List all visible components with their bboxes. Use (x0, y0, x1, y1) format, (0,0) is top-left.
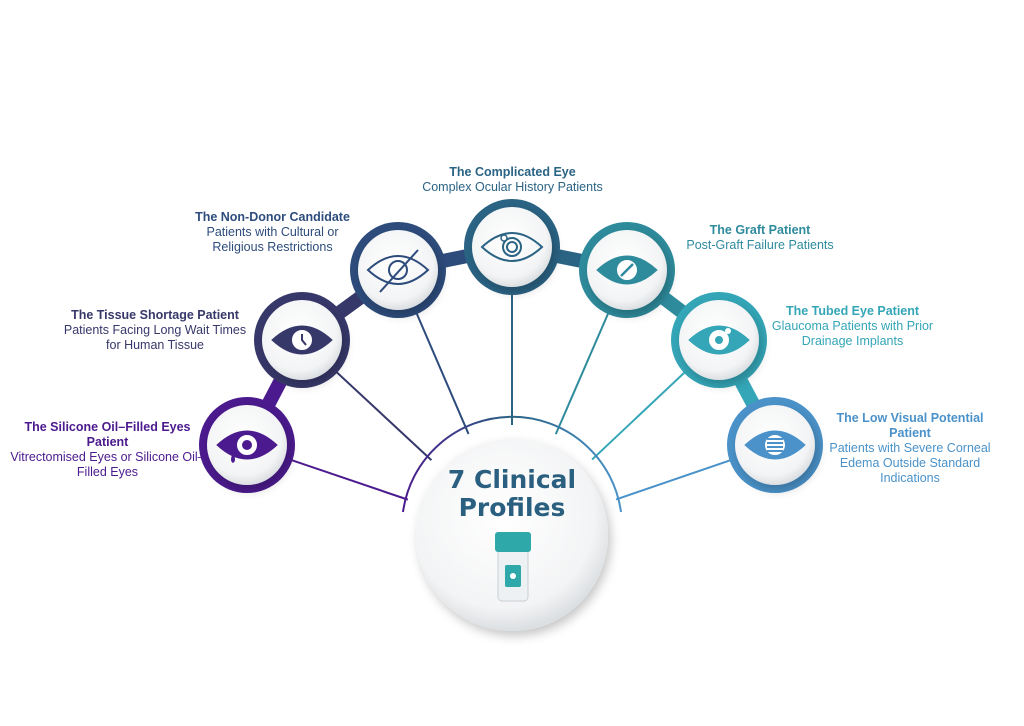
profile-node (727, 397, 823, 493)
eye-tear-icon (216, 430, 278, 463)
eye-ring-icon (480, 232, 544, 262)
profile-description: Patients Facing Long Wait Times for Huma… (63, 323, 247, 352)
eye-clock-icon (271, 325, 333, 355)
profile-description: Patients with Severe Corneal Edema Outsi… (829, 441, 991, 485)
profile-description: Glaucoma Patients with Prior Drainage Im… (771, 319, 934, 348)
profile-title: The Silicone Oil–Filled Eyes Patient (24, 420, 191, 449)
profile-node (464, 199, 560, 295)
profile-title: The Graft Patient (709, 223, 811, 237)
eye-implant-icon (688, 325, 750, 355)
profile-title: The Complicated Eye (449, 165, 576, 179)
profile-description: Vitrectomised Eyes or Silicone Oil–Fille… (10, 450, 205, 479)
profile-description: Complex Ocular History Patients (422, 180, 603, 194)
profile-node (671, 292, 767, 388)
center-title: 7 Clinical Profiles (412, 466, 612, 522)
eye-slash-icon (366, 249, 430, 293)
center-arc (402, 415, 622, 513)
center-title-line2: Profiles (458, 493, 566, 522)
profile-node (254, 292, 350, 388)
profile-description: Patients with Cultural or Religious Rest… (206, 225, 339, 254)
center-title-line1: 7 Clinical (447, 465, 577, 494)
profile-node (199, 397, 295, 493)
profile-description: Post-Graft Failure Patients (686, 238, 834, 252)
lens-case-image (495, 532, 531, 602)
eye-prohibited-icon (596, 255, 658, 285)
profile-title: The Tissue Shortage Patient (71, 308, 239, 322)
profile-title: The Low Visual Potential Patient (836, 411, 984, 440)
profile-node (579, 222, 675, 318)
profile-title: The Tubed Eye Patient (785, 304, 920, 318)
eye-lines-icon (744, 430, 806, 460)
profile-title: The Non-Donor Candidate (195, 210, 350, 224)
profile-node (350, 222, 446, 318)
